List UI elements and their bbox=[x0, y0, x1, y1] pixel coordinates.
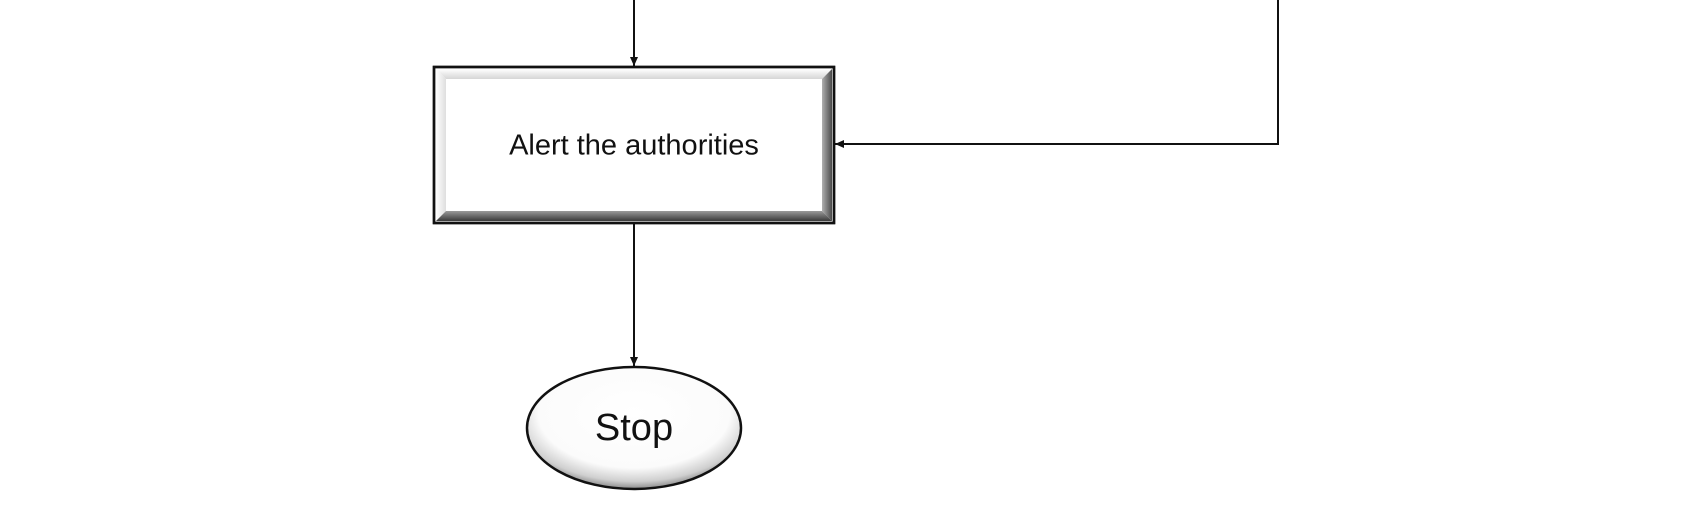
terminator-stop: Stop bbox=[525, 365, 743, 491]
terminator-stop-label: Stop bbox=[595, 407, 673, 449]
process-box-alert-label: Alert the authorities bbox=[509, 130, 759, 162]
connector-right-to-alert bbox=[835, 0, 1279, 148]
process-box-alert: Alert the authorities bbox=[432, 65, 836, 225]
